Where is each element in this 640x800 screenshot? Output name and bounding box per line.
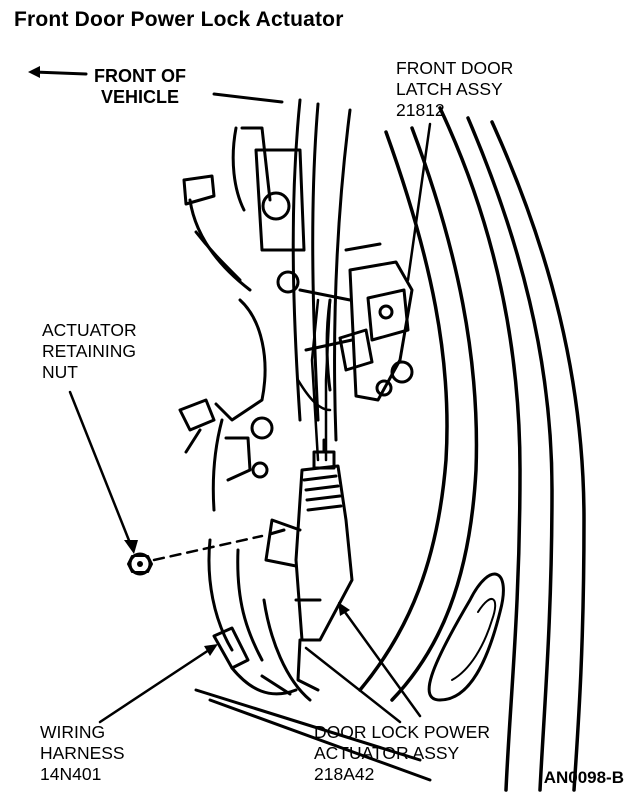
page-title: Front Door Power Lock Actuator: [14, 8, 344, 31]
latch-assembly: [298, 242, 414, 402]
wiring-harness-connector: [194, 626, 432, 782]
latch-assy-label: FRONT DOOR LATCH ASSY 21812: [396, 58, 514, 120]
front-of-vehicle-label: FRONT OF VEHICLE: [94, 66, 186, 107]
door-slot: [427, 572, 505, 702]
retaining-nut-label: ACTUATOR RETAINING NUT: [42, 320, 137, 382]
install-dashed-line: [152, 534, 264, 562]
door-shell: [358, 106, 586, 792]
inner-door-panel: [178, 98, 352, 702]
figure-code: AN0098-B: [543, 768, 624, 787]
wiring-harness-label: WIRING HARNESS 14N401: [40, 722, 125, 784]
front-arrow-icon: [28, 66, 284, 104]
actuator-assy-label: DOOR LOCK POWER ACTUATOR ASSY 218A42: [314, 722, 490, 784]
leader-lines: [68, 122, 432, 724]
retaining-nut-icon: [127, 552, 153, 576]
linkage-rods: [296, 298, 332, 462]
actuator-assembly: [264, 438, 354, 692]
